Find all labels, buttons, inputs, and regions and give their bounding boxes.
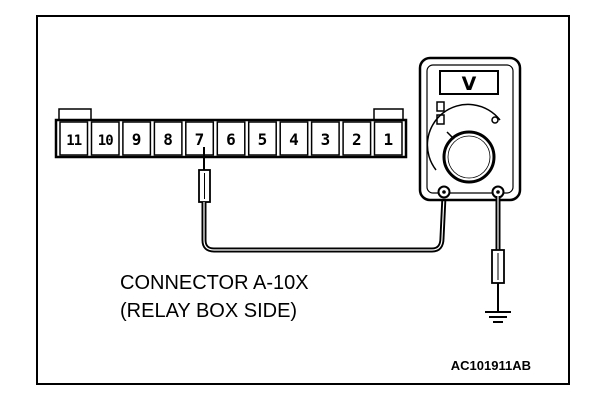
meter-selector-dial <box>442 130 496 184</box>
pin-label-9: 9 <box>132 130 142 149</box>
meter-display <box>439 70 499 95</box>
pin-label-4: 4 <box>289 130 299 149</box>
pin-cavity-4 <box>279 121 309 156</box>
ground-lead <box>491 196 505 312</box>
pin-cavity-3 <box>310 121 340 156</box>
ground-symbol <box>485 311 511 323</box>
pin-label-6: 6 <box>226 130 236 149</box>
meter-indicator-2 <box>436 114 445 125</box>
multimeter: V <box>418 56 522 202</box>
meter-mode-symbol: V <box>462 73 477 95</box>
pin-label-7: 7 <box>195 130 205 149</box>
pin-label-8: 8 <box>163 130 173 149</box>
meter-indicator-1 <box>436 101 445 112</box>
pin-cavity-7 <box>185 121 215 156</box>
pin-cavity-8 <box>153 121 183 156</box>
connector-a-10x: 11 10 9 8 7 6 5 4 3 2 1 <box>54 108 408 159</box>
connector-caption-line1: CONNECTOR A-10X <box>120 272 309 294</box>
pin-cavity-1 <box>373 121 403 156</box>
pin-cavity-2 <box>342 121 372 156</box>
pin-label-10: 10 <box>98 133 113 149</box>
pin-cavity-6 <box>216 121 246 156</box>
pin-cavity-11 <box>59 121 89 156</box>
pin-label-5: 5 <box>258 130 268 149</box>
pin-cavity-9 <box>122 121 152 156</box>
meter-indicator-3 <box>491 116 499 124</box>
figure-code: AC101911AB <box>451 358 531 373</box>
pin-label-2: 2 <box>352 130 362 149</box>
pin-cavity-5 <box>247 121 277 156</box>
pin-label-1: 1 <box>383 130 393 149</box>
pin-label-11: 11 <box>66 133 81 149</box>
pin-label-3: 3 <box>321 130 331 149</box>
connector-caption-line2: (RELAY BOX SIDE) <box>120 300 297 322</box>
pin-cavity-10 <box>90 121 120 156</box>
meter-dial-arc <box>426 103 501 171</box>
diagram-frame <box>36 15 570 385</box>
test-lead-wire <box>201 195 447 253</box>
